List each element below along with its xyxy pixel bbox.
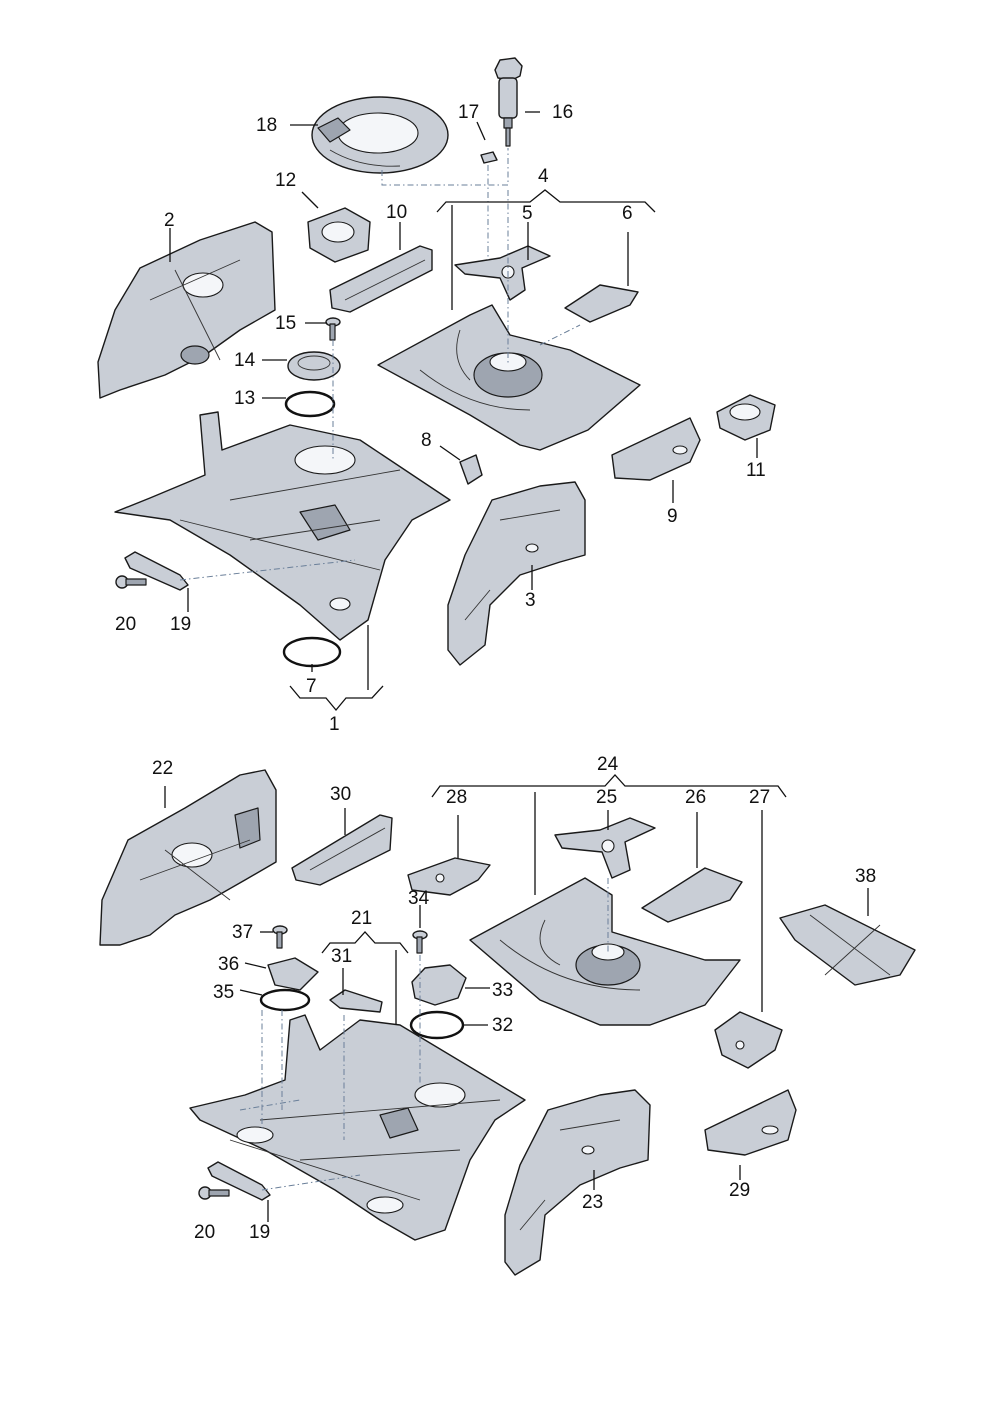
part-27-bracket (714, 1011, 783, 1069)
callout-26: 26 (685, 787, 706, 808)
part-8-clip (459, 454, 483, 485)
part-34-screw (412, 930, 428, 954)
callout-23: 23 (582, 1192, 603, 1213)
part-2-wheelhouse-left (97, 221, 276, 399)
part-19-bracket-upper (124, 551, 189, 591)
callout-11: 11 (746, 460, 766, 481)
part-15-screw (325, 317, 341, 341)
callout-10: 10 (386, 202, 407, 223)
callout-14: 14 (234, 350, 256, 371)
part-18-foam-ring (311, 96, 449, 174)
part-26-plate (641, 867, 743, 923)
callout-22: 22 (152, 758, 173, 779)
leader-lines-upper (169, 111, 758, 712)
callout-30: 30 (330, 784, 351, 805)
part-25-spider-bracket (554, 817, 656, 879)
callout-labels: 1 2 3 4 5 6 7 8 9 10 11 12 13 14 15 16 1… (115, 102, 876, 1243)
callout-18: 18 (256, 115, 277, 136)
callout-28: 28 (446, 787, 467, 808)
callout-37: 37 (232, 922, 253, 943)
callout-32: 32 (492, 1015, 513, 1036)
callout-7: 7 (306, 676, 317, 697)
callout-6: 6 (622, 203, 633, 224)
callout-4: 4 (538, 166, 549, 187)
part-1-floor-pan (114, 411, 451, 641)
part-19-bracket-lower (207, 1161, 271, 1201)
part-37-screw (272, 925, 288, 949)
part-35-seal-ring (259, 988, 311, 1012)
part-22-wheelhouse-left (99, 769, 277, 946)
callout-25: 25 (596, 787, 617, 808)
callout-20-lower: 20 (194, 1222, 215, 1243)
part-11-cup-bracket (716, 394, 776, 441)
callout-8: 8 (421, 430, 432, 451)
callout-36: 36 (218, 954, 239, 975)
callout-38: 38 (855, 866, 876, 887)
part-9-crossmember (611, 417, 701, 481)
part-7-retaining-ring (282, 636, 342, 668)
callout-33: 33 (492, 980, 513, 1001)
callout-9: 9 (667, 506, 678, 527)
part-5-spider-bracket (454, 245, 551, 301)
callout-19-upper: 19 (170, 614, 191, 635)
part-10-rail (329, 245, 433, 313)
part-17-clip (480, 151, 498, 164)
callout-2: 2 (164, 210, 175, 231)
part-29-crossmember (704, 1089, 797, 1156)
callout-3: 3 (525, 590, 536, 611)
part-23-wheelhouse-right (504, 1089, 651, 1276)
part-31-bracket (329, 989, 383, 1013)
part-13-seal-ring (284, 390, 336, 418)
callout-16: 16 (552, 102, 573, 123)
part-6-plate (564, 284, 639, 323)
callout-13: 13 (234, 388, 255, 409)
part-4-rear-floor (377, 304, 641, 451)
callout-21: 21 (351, 908, 372, 929)
part-20-bolt-lower (198, 1186, 230, 1200)
part-21-floor-pan (189, 1014, 526, 1241)
part-12-cup-bracket (307, 207, 371, 263)
leader-lines-lower (164, 774, 869, 1222)
part-28-bracket (407, 857, 491, 896)
part-14-cover (287, 351, 341, 381)
part-33-cover (411, 964, 467, 1006)
part-16-bolt (494, 57, 523, 147)
callout-20-upper: 20 (115, 614, 136, 635)
part-36-cap (267, 957, 319, 991)
callout-29: 29 (729, 1180, 750, 1201)
alignment-lines-lower (239, 878, 609, 1191)
callout-24: 24 (597, 754, 619, 775)
callout-1: 1 (329, 714, 340, 735)
callout-15: 15 (275, 313, 296, 334)
callout-5: 5 (522, 203, 533, 224)
callout-35: 35 (213, 982, 234, 1003)
callout-31: 31 (331, 946, 352, 967)
part-3-wheelhouse-right (447, 481, 586, 666)
part-32-seal-ring (409, 1010, 465, 1040)
part-38-cross-plate (779, 904, 916, 986)
callout-34: 34 (408, 888, 430, 909)
callout-17: 17 (458, 102, 479, 123)
callout-27: 27 (749, 787, 770, 808)
callout-12: 12 (275, 170, 296, 191)
callout-19-lower: 19 (249, 1222, 270, 1243)
part-24-rear-floor (469, 877, 741, 1026)
part-20-bolt-upper (115, 575, 147, 589)
part-30-rail (291, 814, 393, 886)
alignment-lines-upper (179, 148, 581, 581)
